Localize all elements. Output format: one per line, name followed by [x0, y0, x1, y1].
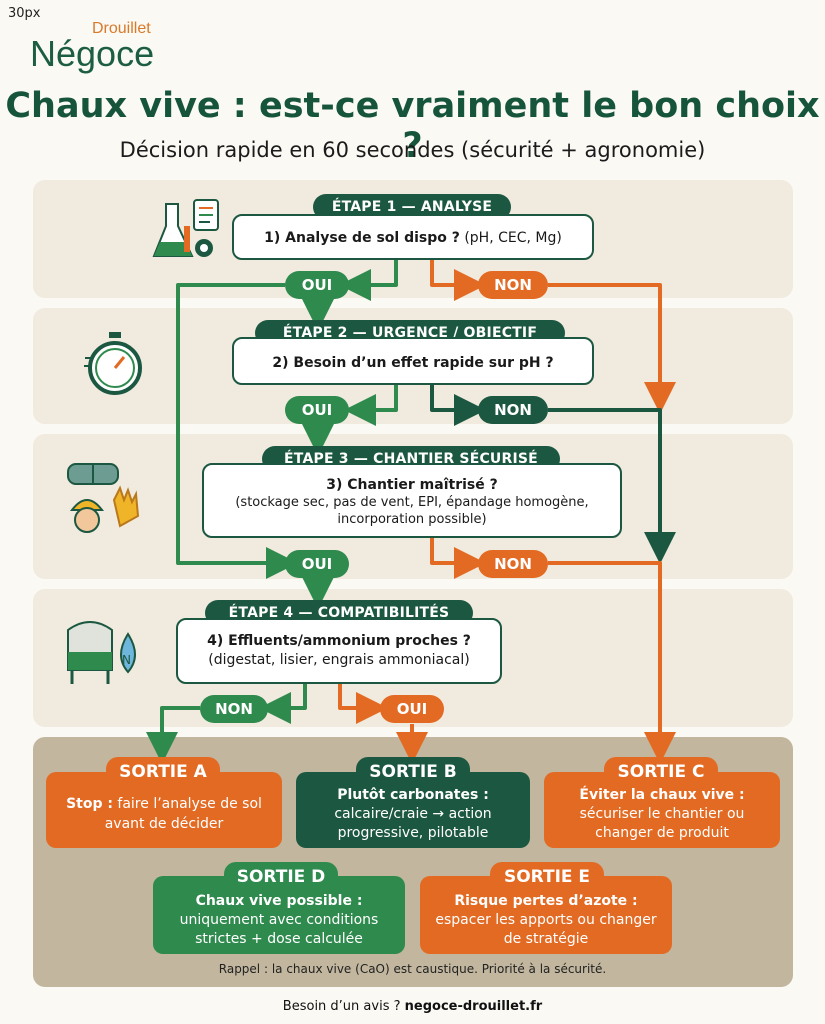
step-4-question-detail: (digestat, lisier, engrais ammoniacal) — [208, 652, 470, 668]
footer-link[interactable]: negoce-drouillet.fr — [404, 999, 543, 1014]
stopwatch-icon — [84, 332, 142, 395]
footer-text: Besoin d’un avis ? — [282, 999, 405, 1014]
step-3-question-detail: (stockage sec, pas de vent, EPI, épandag… — [235, 495, 589, 527]
step-1-oui-pill: OUI — [285, 271, 349, 299]
brand-logo: Négoce — [30, 33, 155, 74]
exit-d-bold: Chaux vive possible : — [195, 893, 363, 909]
step-2-oui-pill: OUI — [285, 396, 349, 424]
exit-d-text: uniquement avec conditions strictes + do… — [179, 912, 379, 947]
exit-e-tag: SORTIE E — [490, 862, 604, 892]
exit-c-text: sécuriser le chantier ou changer de prod… — [579, 806, 745, 841]
step-3-non-pill: NON — [478, 550, 548, 578]
step-2-question-bold: 2) Besoin d’un effet rapide sur pH ? — [272, 355, 554, 371]
step-4-question: 4) Effluents/ammonium proches ? (digesta… — [176, 618, 502, 684]
exit-a-tag: SORTIE A — [106, 757, 220, 787]
safety-note: Rappel : la chaux vive (CaO) est caustiq… — [218, 962, 607, 976]
page-subtitle: Décision rapide en 60 secondes (sécurité… — [119, 138, 706, 162]
step-2-question: 2) Besoin d’un effet rapide sur pH ? — [232, 337, 594, 385]
step-4-question-bold: 4) Effluents/ammonium proches ? — [207, 633, 471, 649]
exit-e-bold: Risque pertes d’azote : — [454, 893, 638, 909]
exit-a-bold: Stop : — [66, 796, 113, 812]
tank-nitrogen-icon: N — [67, 621, 136, 684]
exit-c-bold: Éviter la chaux vive : — [579, 787, 745, 803]
corner-label: 30px — [8, 6, 41, 21]
exit-d-tag: SORTIE D — [224, 862, 338, 892]
exit-e-text: espacer les apports ou changer de straté… — [435, 912, 657, 947]
step-3-question-bold: 3) Chantier maîtrisé ? — [326, 477, 498, 493]
step-3-question: 3) Chantier maîtrisé ? (stockage sec, pa… — [202, 463, 622, 538]
exit-e-box: Risque pertes d’azote : espacer les appor… — [420, 876, 672, 954]
step-3-oui-pill: OUI — [285, 550, 349, 578]
exit-b-bold: Plutôt carbonates : — [337, 787, 489, 803]
exit-b-box: Plutôt carbonates : calcaire/craie → acti… — [296, 772, 530, 848]
exit-b-tag: SORTIE B — [356, 757, 470, 787]
exit-c-tag: SORTIE C — [604, 757, 718, 787]
lab-flask-icon — [152, 199, 219, 257]
exit-a-text: faire l’analyse de sol avant de décider — [104, 796, 262, 832]
exit-d-box: Chaux vive possible : uniquement avec con… — [153, 876, 405, 954]
step-1-question-bold: 1) Analyse de sol dispo ? — [264, 230, 460, 246]
step-1-question: 1) Analyse de sol dispo ? (pH, CEC, Mg) — [232, 214, 594, 260]
step-2-non-pill: NON — [478, 396, 548, 424]
svg-text:N: N — [122, 653, 131, 667]
exit-b-text: calcaire/craie → action progressive, pil… — [334, 806, 492, 841]
step-4-non-pill: NON — [200, 695, 268, 723]
step-1-question-rest: (pH, CEC, Mg) — [459, 230, 562, 246]
page-title: Chaux vive : est-ce vraiment le bon choi… — [5, 86, 820, 166]
step-1-non-pill: NON — [478, 271, 548, 299]
step-4-oui-pill: OUI — [380, 695, 444, 723]
brand-logo-top: Drouillet — [92, 20, 151, 37]
safety-gear-icon — [67, 463, 140, 533]
footer: Besoin d’un avis ? negoce-drouillet.fr — [0, 999, 825, 1014]
exit-c-box: Éviter la chaux vive : sécuriser le chant… — [544, 772, 780, 848]
